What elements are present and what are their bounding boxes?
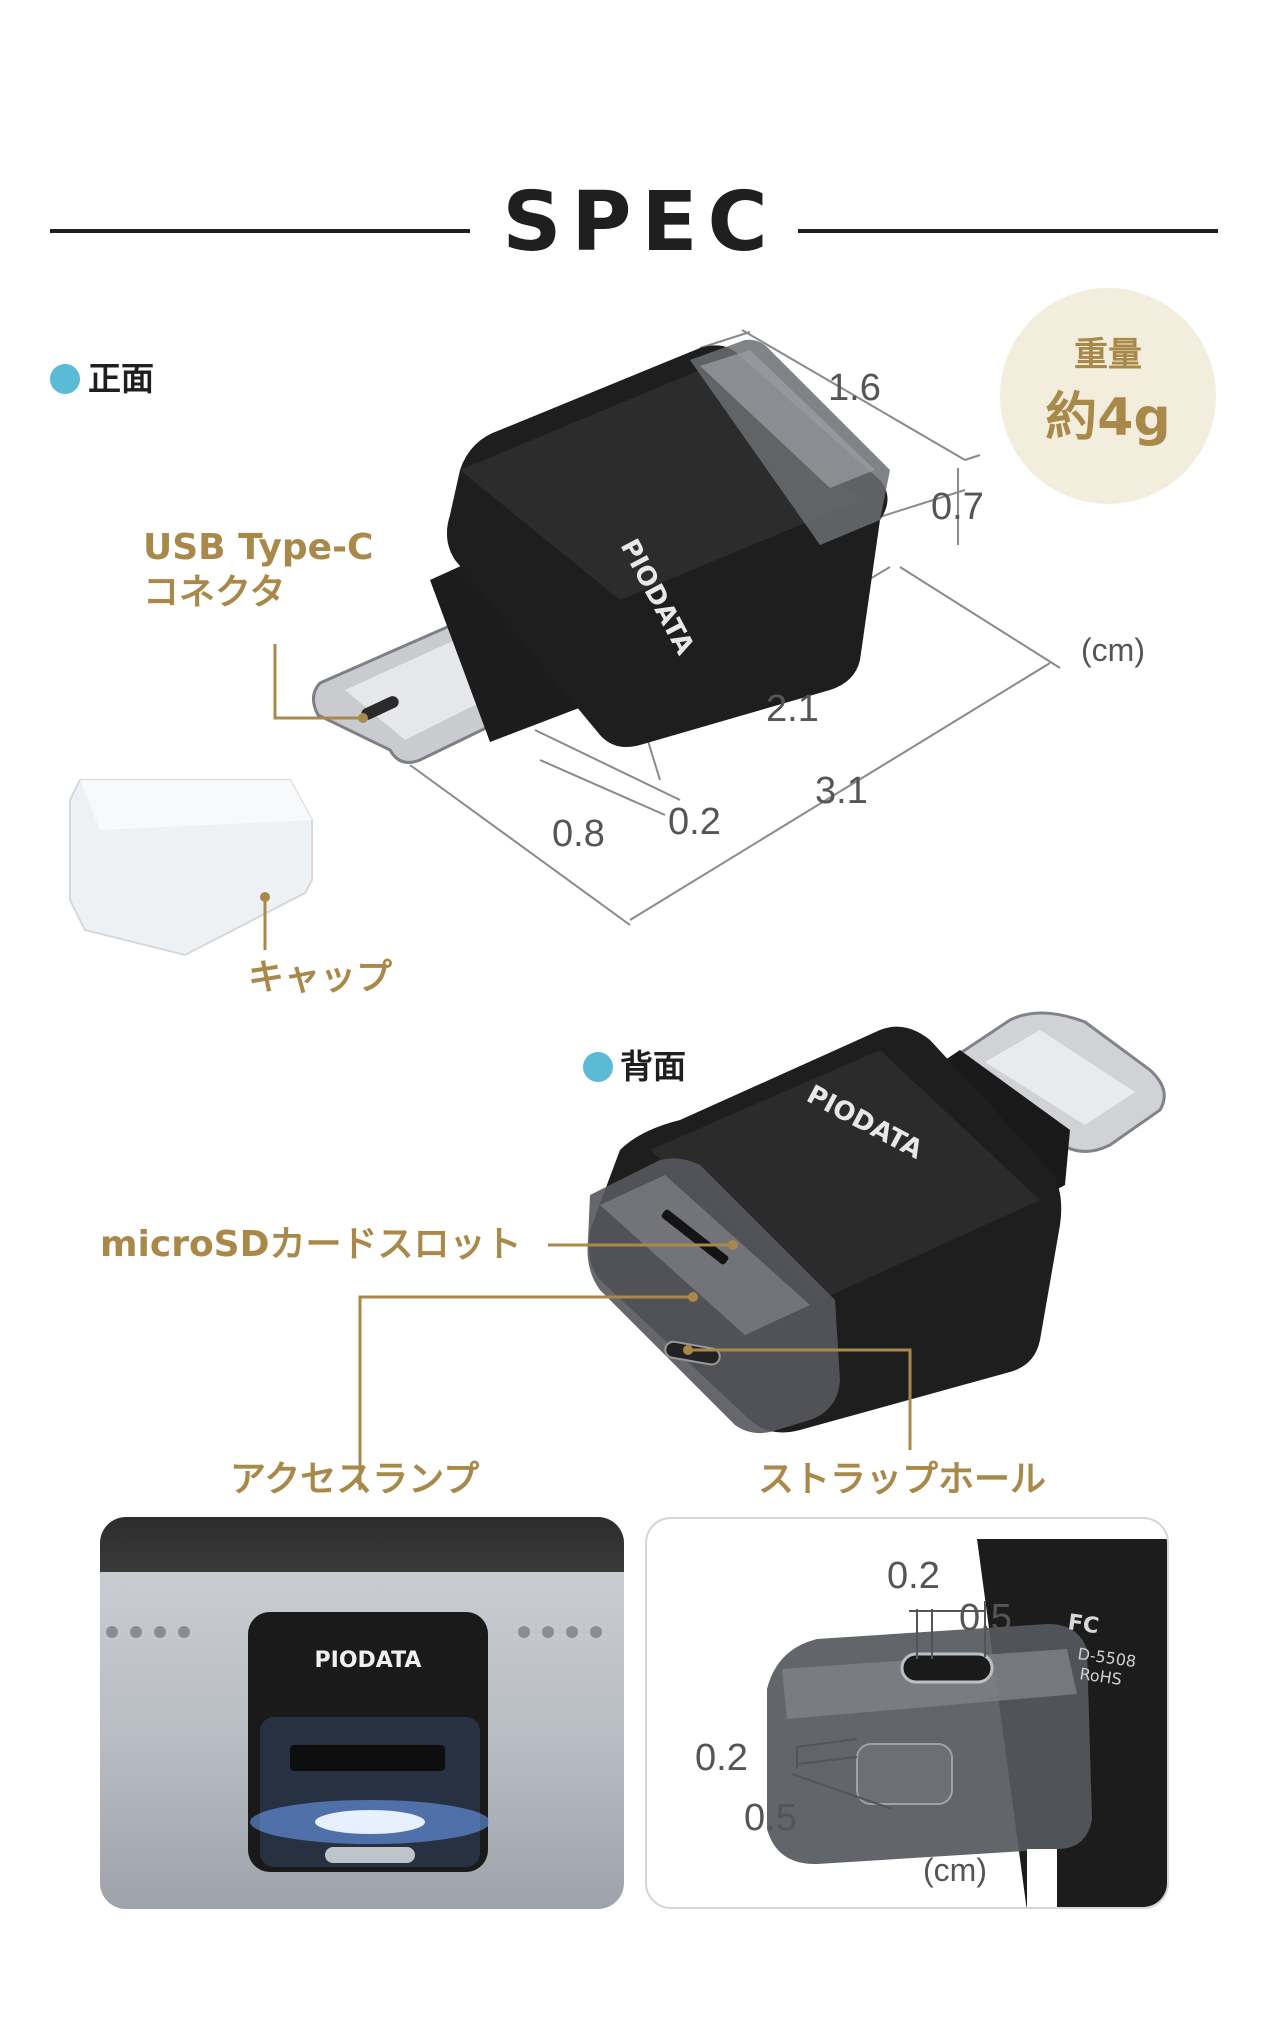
photo-brand: PIODATA [315,1648,422,1673]
front-unit: (cm) [1081,632,1145,668]
usage-photo-illustration: PIODATA [106,1612,602,1872]
weight-value: 約4g [1045,388,1171,448]
usb-c-connector-label-line1: USB Type-C [143,527,374,568]
dim-gap: 0.2 [668,801,721,843]
header-rule-left [50,229,470,233]
microsd-slot-label: microSDカードスロット [100,1224,522,1265]
back-section-label: 背面 [620,1047,686,1086]
page-title: SPEC [502,175,778,270]
closeup-dim-top-b: 0.5 [959,1597,1012,1639]
strap-hole-label: ストラップホール [758,1459,1047,1500]
usb-c-connector-label-line2: コネクタ [143,572,286,613]
header-rule-right [798,229,1218,233]
weight-badge: 重量 約4g [1000,288,1216,504]
closeup-unit: (cm) [923,1852,987,1888]
closeup-marks: FC [1066,1610,1100,1639]
front-section-label: 正面 [88,359,154,398]
strap-hole-closeup: FC D-5508 RoHS 0.2 0.5 0.2 0.5 (cm) [645,1517,1169,1909]
access-lamp-label: アクセスランプ [230,1459,480,1500]
cap-shape [69,779,313,957]
cap-label: キャップ [248,957,393,998]
weight-label: 重量 [1074,335,1142,375]
dim-body-length: 2.1 [766,688,819,730]
closeup-illustration: FC D-5508 RoHS [767,1539,1167,1907]
closeup-dim-top-a: 0.2 [887,1555,940,1597]
dim-plug-length: 0.8 [552,813,605,855]
usage-photo: PIODATA [100,1517,624,1909]
usb-c-connector-label: USB Type-C コネクタ [143,525,373,615]
back-section-dot [583,1052,613,1082]
closeup-dim-side-a: 0.2 [695,1737,748,1779]
dim-total-length: 3.1 [815,770,868,812]
dim-width: 1.6 [828,367,881,409]
front-section-dot [50,364,80,394]
dim-thickness: 0.7 [931,486,984,528]
closeup-dim-side-b: 0.5 [744,1797,797,1839]
